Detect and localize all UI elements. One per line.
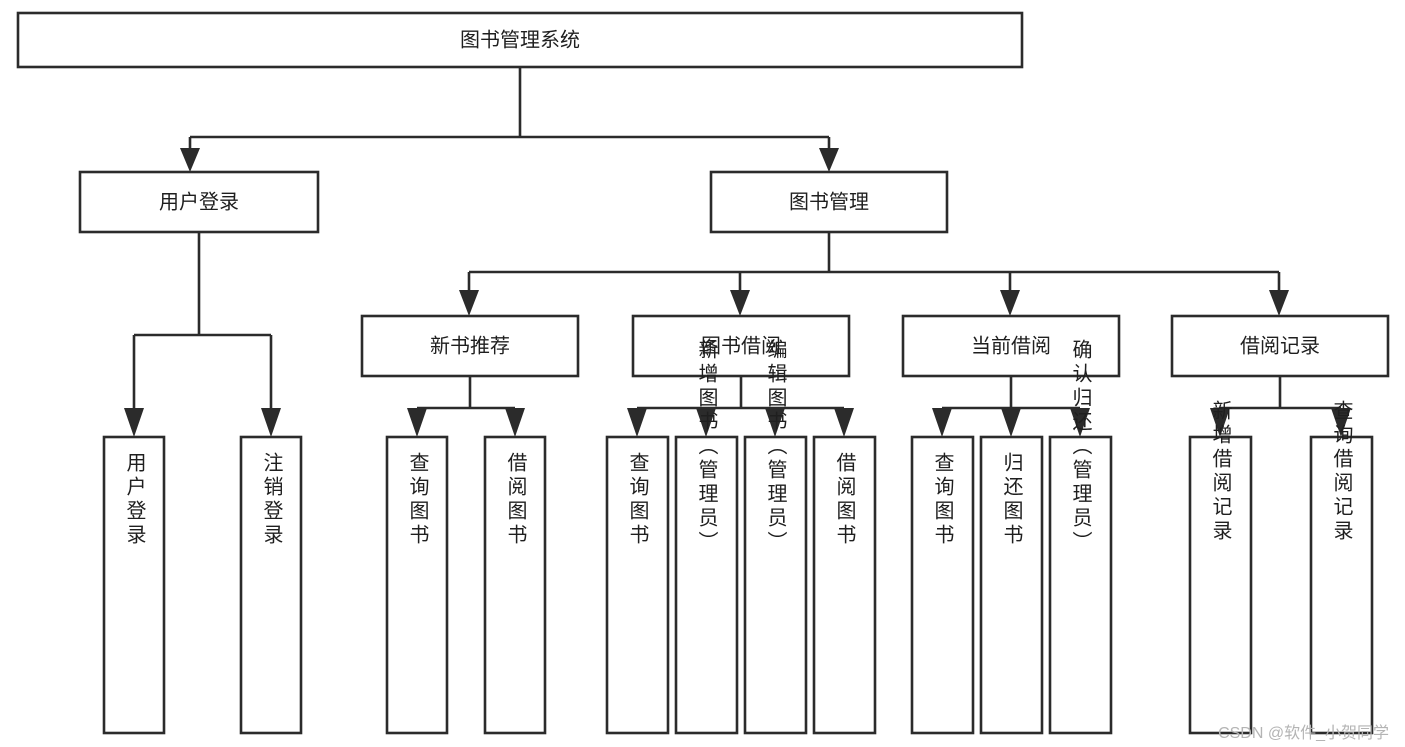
- leaf-brw-query-book-box[interactable]: [605, 435, 670, 735]
- leaf-cur-query-book-box[interactable]: [910, 435, 975, 735]
- leaf-brw-add-book-label: 新增图书（管理员）: [695, 339, 718, 555]
- node-new-book-rec-label: 新书推荐: [430, 334, 510, 357]
- leaf-cur-query-book-label: 查询图书: [931, 452, 954, 548]
- leaf-cur-return-book-label: 归还图书: [1000, 452, 1023, 548]
- leaf-cur-confirm-return-label: 确认归还（管理员）: [1069, 339, 1092, 555]
- leaf-brw-edit-book-label: 编辑图书（管理员）: [764, 339, 787, 555]
- node-current-borrow[interactable]: 当前借阅: [901, 314, 1121, 378]
- leaf-rec-borrow-book-box[interactable]: [483, 435, 547, 735]
- leaf-cur-return-book-box[interactable]: [979, 435, 1044, 735]
- leaf-rec-add-record[interactable]: 新增借阅记录: [1188, 400, 1253, 735]
- arrowhead-new-book-rec: [459, 290, 479, 316]
- leaf-user-login-box[interactable]: [102, 435, 166, 735]
- node-root-label: 图书管理系统: [460, 28, 580, 51]
- node-borrow-record[interactable]: 借阅记录: [1170, 314, 1390, 378]
- leaf-rec-borrow-book-label: 借阅图书: [504, 452, 527, 548]
- leaf-brw-edit-book-box[interactable]: [743, 435, 808, 735]
- arrowhead-book-mgmt: [819, 148, 839, 172]
- node-current-borrow-label: 当前借阅: [971, 334, 1051, 357]
- arrowhead-l-brw-borrow-book: [834, 408, 854, 437]
- node-root-box[interactable]: [16, 11, 1024, 69]
- leaf-user-login-label: 用户登录: [123, 452, 146, 548]
- arrowhead-l-brw-add-book: [696, 408, 716, 437]
- arrowhead-l-rec-borrow-book: [505, 408, 525, 437]
- node-book-borrow-label: 图书借阅: [701, 334, 781, 357]
- node-book-mgmt-box[interactable]: [709, 170, 949, 234]
- arrowhead-book-borrow: [730, 290, 750, 316]
- node-borrow-record-label: 借阅记录: [1240, 334, 1320, 357]
- leaf-brw-borrow-book-label: 借阅图书: [833, 452, 856, 548]
- leaf-rec-query-book-box[interactable]: [385, 435, 449, 735]
- leaf-rec-add-record-label: 新增借阅记录: [1209, 400, 1232, 544]
- arrowhead-borrow-record: [1269, 290, 1289, 316]
- node-root[interactable]: 图书管理系统: [16, 11, 1024, 69]
- leaf-user-login[interactable]: 用户登录: [102, 435, 166, 735]
- arrowhead-user-login: [180, 148, 200, 172]
- leaf-cur-confirm-return-box[interactable]: [1048, 435, 1113, 735]
- leaf-rec-borrow-book[interactable]: 借阅图书: [483, 435, 547, 735]
- arrowhead-l-user-logout: [261, 408, 281, 437]
- node-book-borrow-box[interactable]: [631, 314, 851, 378]
- leaf-brw-add-book-box[interactable]: [674, 435, 739, 735]
- leaf-brw-borrow-book-box[interactable]: [812, 435, 877, 735]
- leaf-cur-return-book[interactable]: 归还图书: [979, 435, 1044, 735]
- arrowhead-l-cur-query-book: [932, 408, 952, 437]
- node-book-borrow[interactable]: 图书借阅: [631, 314, 851, 378]
- arrowhead-l-rec-query-book: [407, 408, 427, 437]
- node-current-borrow-box[interactable]: [901, 314, 1121, 378]
- arrowhead-l-rec-add-record: [1210, 408, 1230, 437]
- node-book-mgmt-label: 图书管理: [789, 190, 869, 213]
- arrowhead-l-cur-confirm-return: [1070, 408, 1090, 437]
- leaf-brw-add-book[interactable]: 新增图书（管理员）: [674, 339, 739, 735]
- leaf-rec-query-record-box[interactable]: [1309, 435, 1374, 735]
- leaf-cur-confirm-return[interactable]: 确认归还（管理员）: [1048, 339, 1113, 735]
- arrowhead-l-brw-query-book: [627, 408, 647, 437]
- leaf-rec-query-record[interactable]: 查询借阅记录: [1309, 400, 1374, 735]
- node-borrow-record-box[interactable]: [1170, 314, 1390, 378]
- leaf-user-logout[interactable]: 注销登录: [239, 435, 303, 735]
- node-user-login[interactable]: 用户登录: [78, 170, 320, 234]
- node-user-login-box[interactable]: [78, 170, 320, 234]
- arrowhead-l-user-login: [124, 408, 144, 437]
- node-new-book-rec-box[interactable]: [360, 314, 580, 378]
- node-book-mgmt[interactable]: 图书管理: [709, 170, 949, 234]
- node-user-login-label: 用户登录: [159, 190, 239, 213]
- leaf-brw-borrow-book[interactable]: 借阅图书: [812, 435, 877, 735]
- arrowhead-current-borrow: [1000, 290, 1020, 316]
- leaf-rec-query-book-label: 查询图书: [406, 452, 429, 548]
- leaf-rec-add-record-box[interactable]: [1188, 435, 1253, 735]
- leaf-brw-query-book[interactable]: 查询图书: [605, 435, 670, 735]
- arrowhead-l-rec-query-record: [1331, 408, 1351, 437]
- leaf-rec-query-record-label: 查询借阅记录: [1330, 400, 1353, 544]
- arrowhead-l-cur-return-book: [1001, 408, 1021, 437]
- leaf-rec-query-book[interactable]: 查询图书: [385, 435, 449, 735]
- node-new-book-rec[interactable]: 新书推荐: [360, 314, 580, 378]
- leaf-user-logout-label: 注销登录: [260, 452, 283, 548]
- connector-layer: [124, 67, 1351, 437]
- leaf-brw-query-book-label: 查询图书: [626, 452, 649, 548]
- leaf-user-logout-box[interactable]: [239, 435, 303, 735]
- leaf-cur-query-book[interactable]: 查询图书: [910, 435, 975, 735]
- arrowhead-l-brw-edit-book: [765, 408, 785, 437]
- leaf-brw-edit-book[interactable]: 编辑图书（管理员）: [743, 339, 808, 735]
